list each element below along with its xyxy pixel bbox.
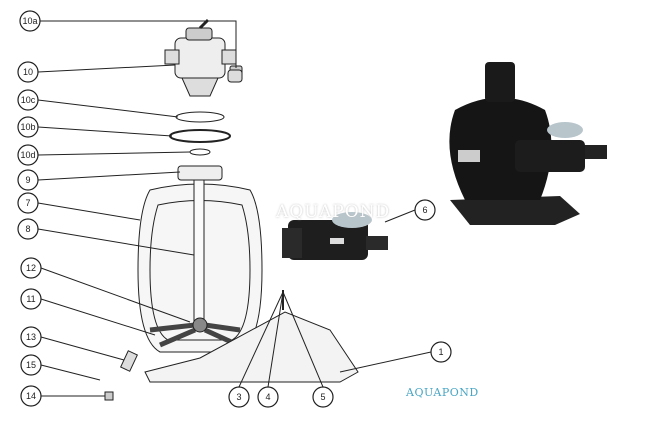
part-label-1: 1 <box>430 341 452 363</box>
label-text: 4 <box>265 392 270 402</box>
label-text: 8 <box>25 224 30 234</box>
label-circle <box>228 386 250 408</box>
part-label-10d: 10d <box>17 144 39 166</box>
label-circle <box>17 116 39 138</box>
part-label-12: 12 <box>20 257 42 279</box>
label-text: 10 <box>23 67 33 77</box>
part-label-15: 15 <box>20 354 42 376</box>
part-label-10a: 10a <box>19 10 41 32</box>
label-circle <box>17 218 39 240</box>
hub <box>192 317 208 333</box>
label-circle <box>17 169 39 191</box>
tank-neck <box>177 165 223 181</box>
part-label-9: 9 <box>17 169 39 191</box>
o-ring <box>175 111 225 123</box>
label-circle <box>430 341 452 363</box>
label-circle <box>20 354 42 376</box>
base <box>144 311 359 383</box>
label-text: 11 <box>26 294 35 304</box>
label-circle <box>257 386 279 408</box>
label-circle <box>20 385 42 407</box>
label-text: 7 <box>25 198 30 208</box>
label-text: 5 <box>320 392 325 402</box>
gauge <box>227 69 243 83</box>
multiport-valve <box>164 18 243 97</box>
part-label-10c: 10c <box>17 89 39 111</box>
pump-photo <box>282 212 388 260</box>
label-circle <box>17 89 39 111</box>
part-label-5: 5 <box>312 386 334 408</box>
label-circle <box>20 257 42 279</box>
watermark-bottom: AQUAPOND <box>406 386 479 399</box>
label-text: 1 <box>438 347 443 357</box>
part-label-8: 8 <box>17 218 39 240</box>
label-text: 14 <box>26 391 36 401</box>
standpipe <box>193 179 205 326</box>
drain-plug <box>104 391 114 401</box>
part-label-10: 10 <box>17 61 39 83</box>
part-label-4: 4 <box>257 386 279 408</box>
label-text: 15 <box>26 360 36 370</box>
label-circle <box>19 10 41 32</box>
label-text: 9 <box>25 175 30 185</box>
part-labels: 10a 10 10c 10b 10d 9 7 8 12 11 13 15 14 3 4 5 1 6 <box>17 10 452 408</box>
label-text: 10b <box>20 122 35 132</box>
label-circle <box>20 288 42 310</box>
label-circle <box>20 326 42 348</box>
label-text: 13 <box>26 332 36 342</box>
label-circle <box>17 61 39 83</box>
label-circle <box>414 199 436 221</box>
part-label-6: 6 <box>414 199 436 221</box>
label-circle <box>17 144 39 166</box>
label-text: 10d <box>20 150 35 160</box>
filter-set-photo <box>449 62 607 225</box>
label-circle <box>312 386 334 408</box>
part-label-10b: 10b <box>17 116 39 138</box>
label-text: 3 <box>236 392 241 402</box>
label-text: 6 <box>422 205 427 215</box>
clamp-ring <box>169 129 231 143</box>
label-circle <box>17 192 39 214</box>
part-label-7: 7 <box>17 192 39 214</box>
part-label-11: 11 <box>20 288 42 310</box>
part-label-3: 3 <box>228 386 250 408</box>
drain <box>120 350 138 372</box>
watermark-top: AQUAPOND <box>276 202 391 222</box>
part-label-13: 13 <box>20 326 42 348</box>
gasket <box>189 148 211 156</box>
label-text: 10c <box>21 95 36 105</box>
label-text: 12 <box>26 263 36 273</box>
label-text: 10a <box>22 16 37 26</box>
part-label-14: 14 <box>20 385 42 407</box>
